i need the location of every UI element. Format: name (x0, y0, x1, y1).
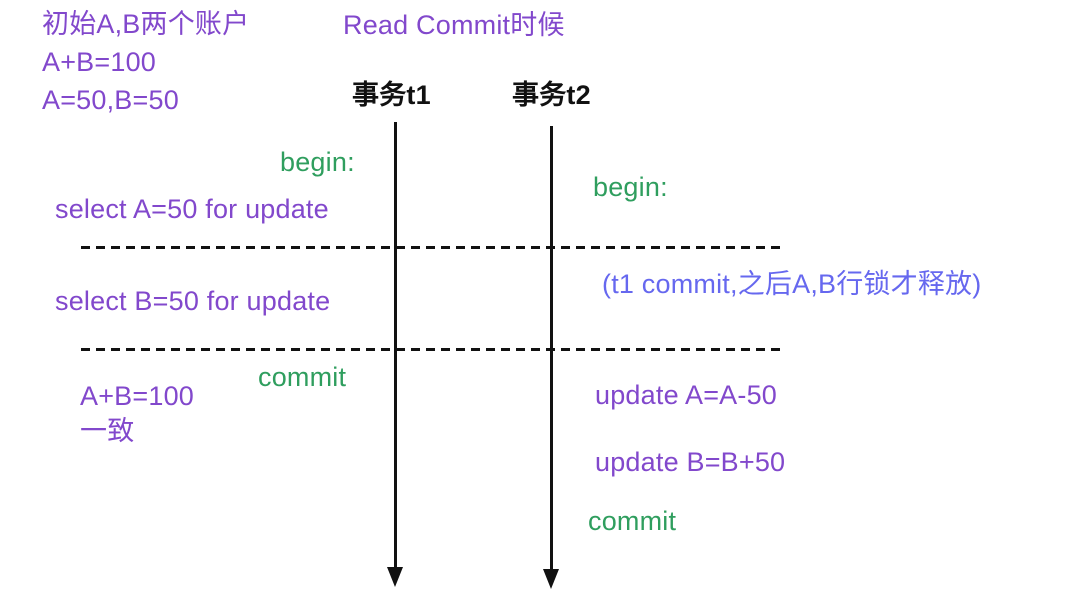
t2-begin-marker: begin: (593, 172, 668, 202)
intro-accounts-line: 初始A,B两个账户 (42, 9, 250, 39)
t1-result-sum: A+B=100 (80, 381, 195, 411)
intro-sum-line: A+B=100 (42, 47, 157, 77)
timeline-t1-line (394, 122, 397, 568)
t1-commit-marker: commit (258, 362, 347, 392)
t1-result-consistent: 一致 (80, 416, 135, 446)
t1-select-a-statement: select A=50 for update (55, 194, 329, 224)
timeline-t1-arrowhead-icon (387, 567, 403, 587)
intro-values-line: A=50,B=50 (42, 85, 179, 115)
timeline-t2-label: 事务t2 (512, 80, 591, 110)
timeline-t1-label: 事务t1 (352, 80, 431, 110)
timeline-t2-arrowhead-icon (543, 569, 559, 589)
t1-begin-marker: begin: (280, 147, 355, 177)
t1-select-b-statement: select B=50 for update (55, 286, 331, 316)
separator-dashed-line-2 (81, 348, 786, 351)
t2-lock-release-note: (t1 commit,之后A,B行锁才释放) (602, 269, 982, 299)
separator-dashed-line-1 (81, 246, 786, 249)
t2-update-a-statement: update A=A-50 (595, 380, 778, 410)
scenario-title: Read Commit时候 (343, 10, 565, 40)
t2-commit-marker: commit (588, 506, 677, 536)
t2-update-b-statement: update B=B+50 (595, 447, 786, 477)
